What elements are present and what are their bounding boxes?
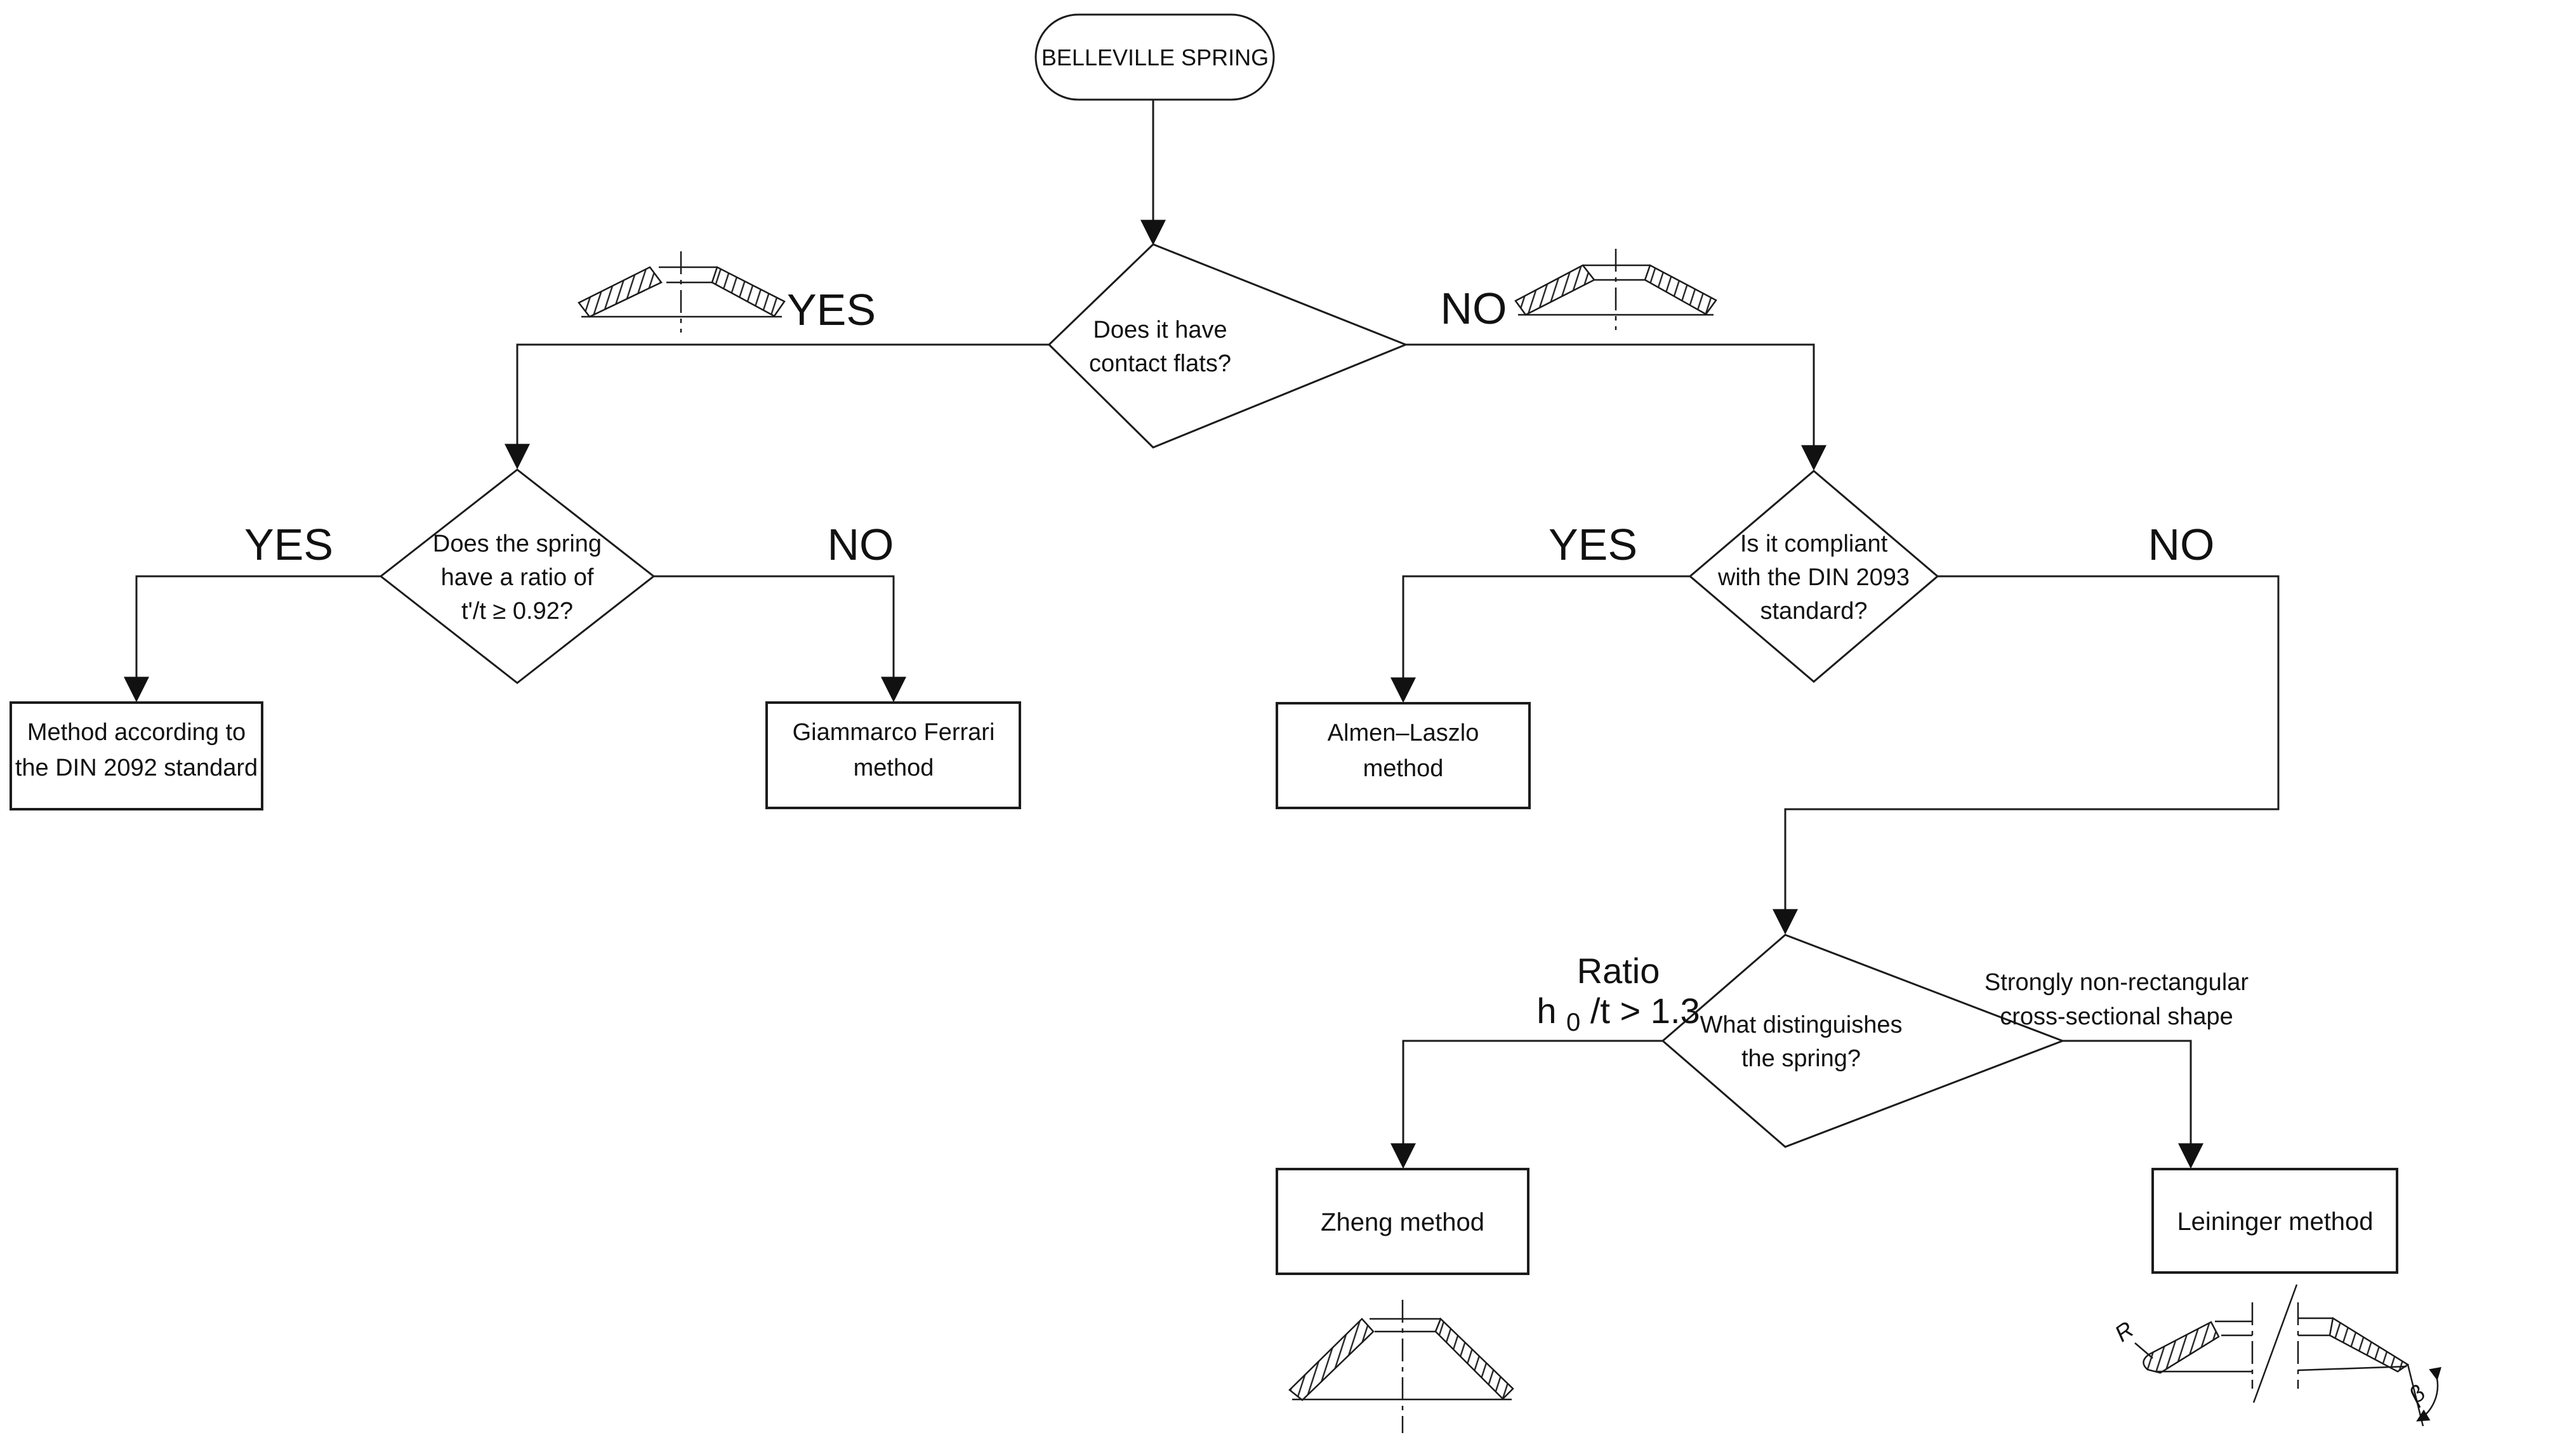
- decision-ratio-t-line2: have a ratio of: [441, 564, 594, 591]
- label-ratio-t-yes: YES: [244, 520, 333, 569]
- ratio-h-base: h: [1536, 991, 1556, 1031]
- method-almen-line1: Almen–Laszlo: [1328, 720, 1479, 746]
- method-leininger-shape: [2151, 1168, 2398, 1274]
- method-almen-shape: [1276, 702, 1531, 809]
- connector-ratio-no: [654, 575, 906, 703]
- decision-contact-flats: Does it have contact flats? YES NO: [787, 243, 1507, 449]
- decision-contact-flats-shape: [1047, 243, 1409, 449]
- right-base-line: [2297, 1365, 2407, 1372]
- method-din2092-shape: [10, 701, 263, 810]
- left-band-with-flats: [578, 266, 663, 318]
- connector-din2093-yes: [1390, 575, 1690, 703]
- label-contact-flats-no: NO: [1441, 284, 1507, 333]
- method-zheng-label: Zheng method: [1321, 1208, 1484, 1236]
- decision-ratio-t-line1: Does the spring: [433, 531, 602, 557]
- decision-distinguish-shape: [1661, 934, 2066, 1148]
- connector-din2093-no: [1773, 575, 2280, 935]
- method-din2092-box: Method according to the DIN 2092 standar…: [10, 701, 263, 810]
- decision-contact-flats-line1: Does it have: [1093, 317, 1227, 343]
- decision-distinguish: What distinguishes the spring? Ratio h 0…: [1536, 934, 2249, 1148]
- method-din2092-line1: Method according to: [27, 719, 246, 746]
- method-ferrari-line1: Giammarco Ferrari: [793, 719, 995, 746]
- spring-section-with-flats-illustration: [578, 251, 786, 333]
- ratio-h-subscript: 0: [1566, 1008, 1580, 1036]
- label-distinguish-shape-line1: Strongly non-rectangular: [1985, 969, 2249, 996]
- method-din2092-line2: the DIN 2092 standard: [15, 755, 258, 781]
- method-zheng-box: Zheng method: [1276, 1168, 1529, 1275]
- spring-section-tall-cone-illustration: [1288, 1300, 1514, 1433]
- right-band-with-flats: [711, 266, 786, 317]
- label-distinguish-shape-line2: cross-sectional shape: [2000, 1003, 2233, 1030]
- method-zheng-shape: [1276, 1168, 1529, 1275]
- label-din2093-yes: YES: [1549, 520, 1637, 569]
- break-slash-line: [2252, 1284, 2298, 1403]
- beta-angle-arc: [2416, 1366, 2441, 1422]
- start-node-shape: [1034, 13, 1275, 101]
- connector-ratio-yes: [124, 575, 381, 703]
- decision-din2093-shape: [1688, 470, 1939, 683]
- method-almen-line2: method: [1363, 755, 1444, 782]
- method-leininger-box: Leininger method: [2151, 1168, 2398, 1274]
- decision-distinguish-line2: the spring?: [1741, 1045, 1861, 1072]
- ratio-h-rest: /t > 1.3: [1590, 991, 1700, 1031]
- label-ratio-t-no: NO: [828, 520, 894, 569]
- radius-annotation: R: [2110, 1316, 2138, 1347]
- left-band-tall: [1288, 1318, 1375, 1401]
- label-distinguish-ratio-line2: h 0 /t > 1.3: [1536, 991, 1700, 1038]
- method-almen-box: Almen–Laszlo method: [1276, 702, 1531, 809]
- left-band-no-flats: [1514, 264, 1595, 316]
- start-node-label: BELLEVILLE SPRING: [1041, 44, 1269, 70]
- spring-section-leininger-illustration: R β: [2110, 1284, 2441, 1427]
- decision-din2093: Is it compliant with the DIN 2093 standa…: [1549, 470, 2215, 683]
- decision-contact-flats-line2: contact flats?: [1089, 350, 1231, 377]
- beta-annotation: β: [2403, 1380, 2430, 1409]
- decision-ratio-t-shape: [379, 468, 656, 684]
- label-distinguish-ratio-line1: Ratio: [1577, 951, 1660, 991]
- right-band-pointed-tip: [2328, 1316, 2410, 1373]
- method-ferrari-line2: method: [854, 755, 934, 781]
- method-leininger-label: Leininger method: [2177, 1208, 2373, 1236]
- decision-din2093-line2: with the DIN 2093: [1717, 564, 1910, 591]
- connector-distinguish-shape: [2063, 1040, 2203, 1169]
- decision-din2093-line1: Is it compliant: [1740, 531, 1888, 557]
- decision-din2093-line3: standard?: [1760, 598, 1867, 625]
- connectors: [124, 100, 2280, 1169]
- start-node: BELLEVILLE SPRING: [1034, 13, 1275, 101]
- decision-ratio-t: Does the spring have a ratio of t'/t ≥ 0…: [244, 468, 894, 684]
- method-ferrari-box: Giammarco Ferrari method: [765, 701, 1021, 809]
- spring-section-no-flats-illustration: [1514, 249, 1717, 330]
- left-band-rounded-tip: [2143, 1321, 2220, 1374]
- right-band-tall: [1434, 1317, 1514, 1400]
- decision-ratio-t-line3: t'/t ≥ 0.92?: [461, 598, 573, 625]
- method-ferrari-shape: [765, 701, 1021, 809]
- connector-contact-flats-no: [1406, 343, 1826, 471]
- right-band-no-flats: [1644, 264, 1717, 315]
- decision-distinguish-line1: What distinguishes: [1700, 1012, 1903, 1038]
- label-din2093-no: NO: [2148, 520, 2215, 569]
- connector-contact-flats-yes: [505, 343, 1049, 470]
- label-contact-flats-yes: YES: [787, 285, 876, 334]
- connector-distinguish-ratio: [1390, 1040, 1663, 1169]
